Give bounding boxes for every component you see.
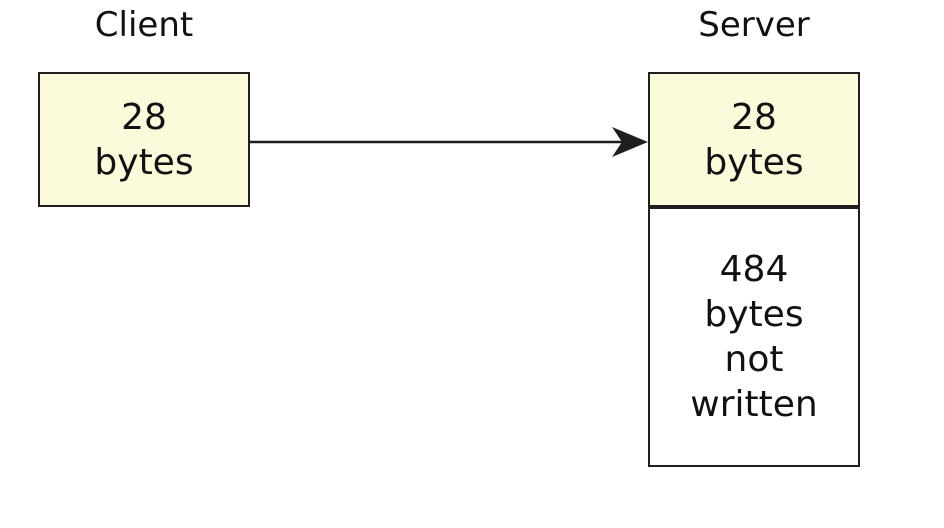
transfer-arrowhead-icon (612, 127, 648, 157)
server-label: Server (698, 5, 810, 45)
server-pending-word-written: written (690, 384, 818, 425)
client-label: Client (94, 5, 194, 45)
server-pending-box: 484 bytes not written (648, 207, 860, 467)
client-buffer-box: 28 bytes (38, 72, 250, 207)
server-received-box: 28 bytes (648, 72, 860, 207)
client-buffer-size: 28 (121, 96, 167, 138)
client-buffer-unit: bytes (94, 141, 194, 183)
server-pending-unit: bytes (704, 294, 804, 335)
server-received-size: 28 (731, 96, 777, 138)
server-received-unit: bytes (704, 141, 804, 183)
server-pending-size: 484 (719, 249, 789, 290)
server-pending-word-not: not (724, 339, 784, 380)
